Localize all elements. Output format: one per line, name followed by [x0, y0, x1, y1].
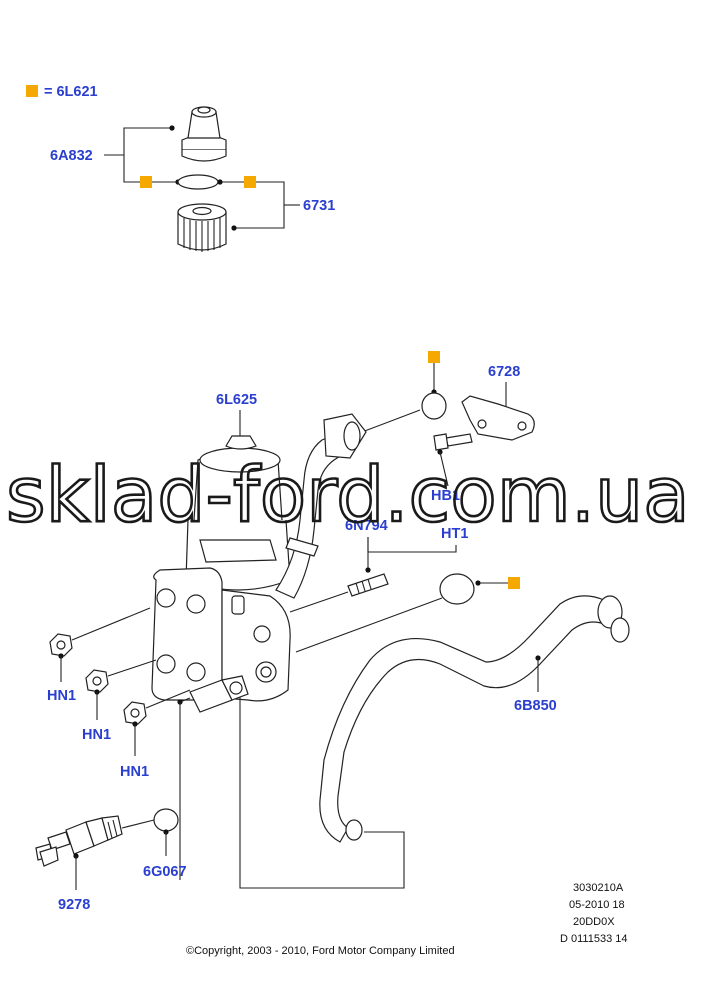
oil-filter-element-drawing: [177, 203, 227, 252]
label-HN1-c: HN1: [120, 764, 149, 780]
seal-marker-right: [244, 176, 256, 188]
bracket-6728-drawing: [461, 395, 535, 441]
o-ring-6728: [421, 392, 447, 420]
info-line-3: 20DD0X: [573, 916, 615, 928]
nut-HN1-a-drawing: [49, 633, 73, 657]
info-line-1: 3030210A: [573, 882, 624, 894]
label-6L625: 6L625: [216, 392, 257, 408]
label-HN1-a: HN1: [47, 688, 76, 704]
label-6B850: 6B850: [514, 698, 557, 714]
label-6728: 6728: [488, 364, 520, 380]
info-line-4: D 0111533 14: [560, 933, 627, 945]
seal-marker-6B850: [508, 577, 520, 589]
label-9278: 9278: [58, 897, 90, 913]
hose-6B850-drawing: [319, 595, 630, 843]
oil-filter-housing-drawing: [151, 435, 291, 702]
label-6G067: 6G067: [143, 864, 187, 880]
oil-filter-cap-drawing: [181, 106, 227, 162]
label-HN1-b: HN1: [82, 727, 111, 743]
seal-marker-left: [140, 176, 152, 188]
o-ring-6G067: [153, 808, 179, 832]
stud-6N794-drawing: [347, 573, 389, 597]
label-6A832: 6A832: [50, 148, 93, 164]
label-HB1: HB1: [431, 488, 460, 504]
oil-pressure-switch-9278-drawing: [35, 815, 123, 867]
nut-HN1-b-drawing: [85, 669, 109, 693]
breather-hose-drawing: [275, 413, 367, 599]
o-ring-6B850: [439, 573, 475, 605]
leader-return: [239, 686, 405, 889]
leader-6731: [234, 181, 285, 229]
copyright-text: ©Copyright, 2003 - 2010, Ford Motor Comp…: [186, 945, 455, 957]
pressure-switch-installed-drawing: [189, 675, 249, 713]
nut-HN1-c-drawing: [123, 701, 147, 725]
info-line-2: 05-2010 18: [569, 899, 625, 911]
label-6731: 6731: [303, 198, 335, 214]
leader-6A832: [123, 127, 172, 183]
watermark-text: sklad-ford.com.ua: [6, 450, 690, 539]
label-HT1: HT1: [441, 526, 468, 542]
legend-orange-square: [26, 85, 38, 97]
o-ring-top: [177, 174, 219, 190]
seal-marker-6728: [428, 351, 440, 363]
bolt-HB1-drawing: [433, 433, 473, 451]
legend-text: = 6L621: [44, 84, 98, 100]
label-6N794: 6N794: [345, 518, 388, 534]
